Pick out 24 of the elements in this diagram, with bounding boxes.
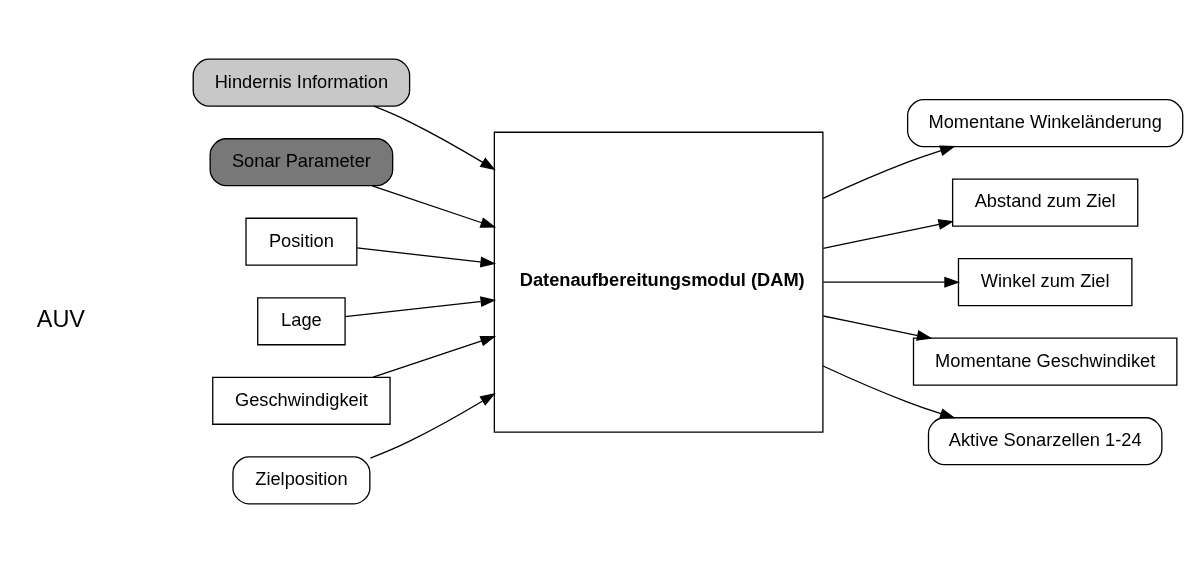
node-box: Lage	[257, 296, 346, 345]
arrow	[344, 295, 497, 317]
arrow	[372, 335, 497, 378]
label: AUV	[36, 305, 85, 332]
arrow	[356, 246, 497, 267]
node-box: Hindernis Information	[192, 58, 411, 107]
arrow	[822, 364, 956, 419]
node-box: Zielposition	[232, 455, 371, 504]
node-box: Aktive Sonarzellen 1-24	[927, 416, 1163, 465]
node-box: Momentane Geschwindiket	[912, 337, 1178, 386]
node-box: Momentane Winkeländerung	[907, 98, 1184, 147]
arrow	[822, 276, 960, 288]
node-box: Winkel zum Ziel	[957, 257, 1133, 306]
arrow	[371, 184, 497, 228]
arrow	[822, 144, 956, 199]
node-box: Datenaufbereitungsmodul (DAM)	[493, 131, 824, 433]
node-box: Sonar Parameter	[209, 137, 394, 186]
arrow	[369, 392, 496, 459]
arrow	[822, 314, 933, 341]
node-box: Geschwindigkeit	[212, 376, 391, 425]
arrow	[373, 105, 496, 170]
node-box: Abstand zum Ziel	[951, 178, 1139, 227]
node-box: Position	[245, 217, 358, 266]
arrow	[822, 218, 955, 249]
